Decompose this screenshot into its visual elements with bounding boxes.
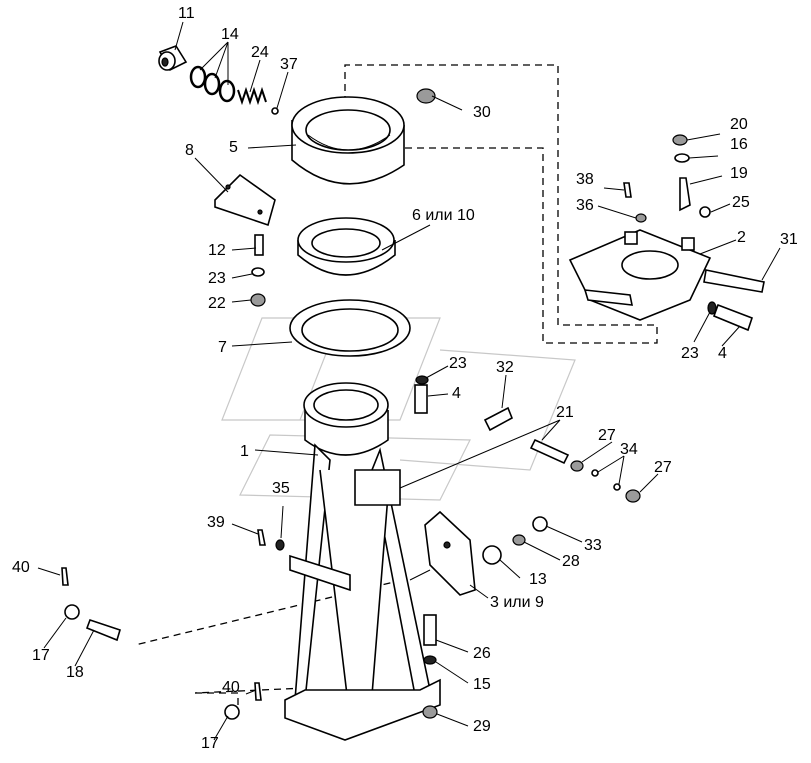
label-37: 37 bbox=[280, 56, 298, 73]
part-33-washer bbox=[532, 516, 548, 532]
label-22: 22 bbox=[208, 295, 226, 312]
part-12-pin bbox=[254, 234, 264, 256]
part-21-rod bbox=[529, 438, 570, 465]
part-39-cotter bbox=[257, 529, 266, 546]
label-5: 5 bbox=[229, 139, 238, 156]
label-40-b: 40 bbox=[222, 679, 240, 696]
label-2: 2 bbox=[737, 229, 746, 246]
label-7: 7 bbox=[218, 339, 227, 356]
label-17-a: 17 bbox=[32, 647, 50, 664]
part-30-nut bbox=[416, 88, 436, 104]
part-5-housing bbox=[291, 96, 405, 185]
label-8: 8 bbox=[185, 142, 194, 159]
label-15: 15 bbox=[473, 676, 491, 693]
label-6-10: 6 или 10 bbox=[412, 207, 475, 224]
label-11: 11 bbox=[178, 5, 195, 22]
label-39: 39 bbox=[207, 514, 225, 531]
label-18: 18 bbox=[66, 664, 84, 681]
label-26: 26 bbox=[473, 645, 491, 662]
part-11-knob bbox=[158, 45, 188, 72]
part-19-eyebolt bbox=[679, 177, 691, 212]
part-1-column bbox=[284, 382, 441, 741]
part-23-washer-b bbox=[707, 301, 717, 315]
label-17-b: 17 bbox=[201, 735, 219, 752]
part-25-nut bbox=[699, 206, 711, 218]
part-27-nut-b bbox=[625, 489, 641, 503]
label-23-a: 23 bbox=[208, 270, 226, 287]
part-29-nut bbox=[422, 705, 438, 719]
part-18-pin bbox=[85, 618, 121, 642]
label-34: 34 bbox=[620, 441, 638, 458]
part-17-washer-b bbox=[224, 704, 240, 720]
part-4-bolt-b bbox=[712, 303, 754, 332]
label-35: 35 bbox=[272, 480, 290, 497]
label-12: 12 bbox=[208, 242, 226, 259]
part-20-nut bbox=[672, 134, 688, 146]
label-20: 20 bbox=[730, 116, 748, 133]
label-27-a: 27 bbox=[598, 427, 616, 444]
label-27-b: 27 bbox=[654, 459, 672, 476]
label-23-c: 23 bbox=[449, 355, 467, 372]
part-3-9-plate bbox=[424, 510, 476, 596]
label-19: 19 bbox=[730, 165, 748, 182]
part-24-spring bbox=[237, 86, 267, 106]
label-30: 30 bbox=[473, 104, 491, 121]
part-16-washer bbox=[674, 153, 690, 163]
label-36: 36 bbox=[576, 197, 594, 214]
part-34-washer-b bbox=[613, 483, 621, 491]
label-32: 32 bbox=[496, 359, 514, 376]
label-29: 29 bbox=[473, 718, 491, 735]
part-7-gasket bbox=[289, 299, 411, 357]
part-23-washer-c bbox=[415, 375, 429, 385]
label-28: 28 bbox=[562, 553, 580, 570]
part-31-pin bbox=[703, 269, 765, 293]
part-35-washer bbox=[275, 539, 285, 551]
label-1: 1 bbox=[240, 443, 249, 460]
part-4-bolt-a bbox=[414, 384, 428, 414]
part-17-washer-a bbox=[64, 604, 80, 620]
label-14: 14 bbox=[221, 26, 239, 43]
part-26-bolt bbox=[423, 614, 437, 646]
label-21: 21 bbox=[556, 404, 574, 421]
part-38-cotter bbox=[623, 182, 632, 198]
label-16: 16 bbox=[730, 136, 748, 153]
label-38: 38 bbox=[576, 171, 594, 188]
part-2-bracket bbox=[568, 229, 712, 321]
part-40-cotter-a bbox=[61, 567, 69, 586]
part-32-bolt bbox=[483, 406, 514, 432]
part-36-washer bbox=[635, 213, 647, 223]
assembly-dash-lines bbox=[134, 64, 658, 710]
label-3-9: 3 или 9 bbox=[490, 594, 544, 611]
label-25: 25 bbox=[732, 194, 750, 211]
part-15-washer bbox=[423, 655, 437, 665]
part-14-orings bbox=[189, 65, 236, 103]
label-23-b: 23 bbox=[681, 345, 699, 362]
part-22-nut bbox=[250, 293, 266, 307]
part-34-washer-a bbox=[591, 469, 599, 477]
label-40-a: 40 bbox=[12, 559, 30, 576]
label-31: 31 bbox=[780, 231, 798, 248]
part-28-nut bbox=[512, 534, 526, 546]
part-6-10-bushing bbox=[297, 217, 396, 276]
leader-lines bbox=[37, 21, 781, 741]
part-13-washer bbox=[482, 545, 502, 565]
part-37-ball bbox=[271, 107, 279, 115]
part-23-washer-a bbox=[251, 267, 265, 277]
part-8-plate bbox=[214, 173, 276, 227]
label-33: 33 bbox=[584, 537, 602, 554]
label-13: 13 bbox=[529, 571, 547, 588]
part-40-cotter-b bbox=[254, 682, 262, 701]
label-4-b: 4 bbox=[718, 345, 727, 362]
label-24: 24 bbox=[251, 44, 269, 61]
part-27-nut-a bbox=[570, 460, 584, 472]
label-4-a: 4 bbox=[452, 385, 461, 402]
